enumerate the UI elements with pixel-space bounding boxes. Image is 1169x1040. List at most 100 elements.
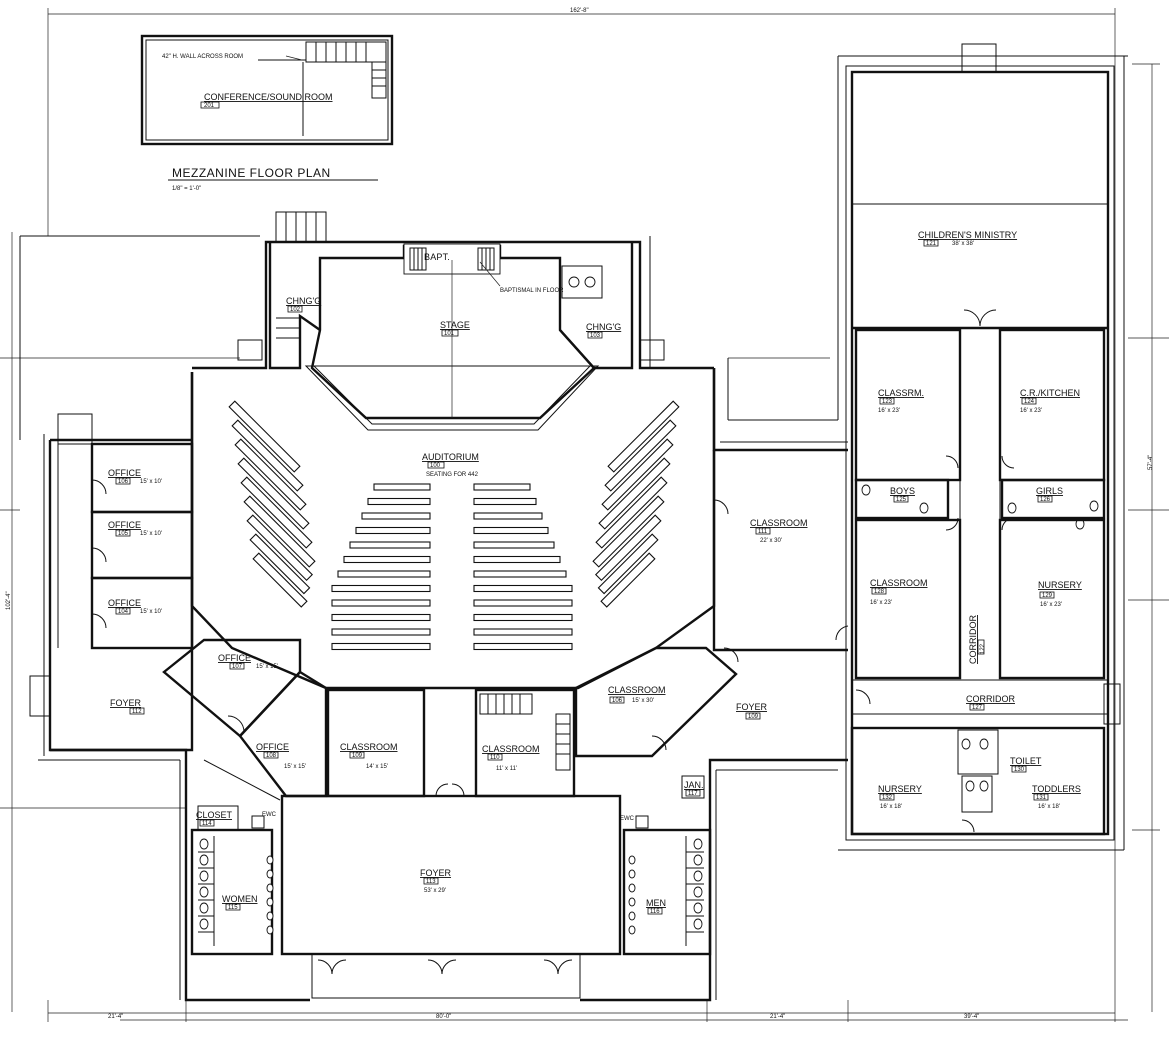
sink-fixture (628, 897, 636, 907)
pew-side-left (228, 400, 301, 473)
pew-side-right (594, 514, 662, 582)
pew-side-right (604, 419, 677, 492)
dim-bottom-3: 21'-4" (770, 1014, 785, 1020)
stage-label: STAGE (440, 320, 470, 330)
foyer-east-number: 109 (748, 714, 759, 720)
auditorium-seating (228, 400, 680, 651)
office-108-label: OFFICE (256, 742, 289, 752)
closet-number: 114 (202, 821, 212, 827)
sink-fixture (266, 855, 274, 865)
corridor-horizontal-label: CORRIDOR (966, 694, 1015, 704)
pew-center-left (361, 512, 431, 520)
foyer-east-label: FOYER (736, 702, 768, 712)
toilet-fixture (693, 918, 703, 930)
toilet-fixture (199, 918, 209, 930)
pew-side-left (240, 476, 313, 549)
toilet-fixture (693, 902, 703, 914)
nursery-132-number: 132 (882, 795, 893, 801)
childrens-ministry-dim: 38' x 38' (952, 241, 974, 247)
pew-center-right (473, 599, 573, 607)
toddlers-label: TODDLERS (1032, 784, 1081, 794)
toddlers-dim: 16' x 18' (1038, 804, 1060, 810)
pew-center-left (355, 526, 431, 535)
sink-fixture (628, 925, 636, 935)
baptistry-label: BAPT. (424, 252, 450, 262)
conference-room-label: CONFERENCE/SOUND ROOM (204, 92, 333, 102)
pew-side-left (249, 533, 311, 595)
pew-side-left (243, 495, 316, 568)
classroom-128-number: 128 (874, 589, 885, 595)
childrens-ministry-label: CHILDREN'S MINISTRY (918, 230, 1017, 240)
auditorium-number: 100 (430, 463, 441, 469)
pew-side-right (597, 533, 659, 595)
office-106-number: 106 (118, 479, 129, 485)
classroom-110-number: 110 (490, 755, 500, 761)
main-foyer-label: FOYER (420, 868, 452, 878)
auditorium-label: AUDITORIUM (422, 452, 479, 462)
pew-side-left (231, 419, 304, 492)
pew-side-right (607, 400, 680, 473)
ewc-right-label: EWC (620, 816, 635, 822)
restrooms (190, 805, 712, 956)
office-107-number: 107 (232, 664, 243, 670)
office-104-number: 104 (118, 609, 129, 615)
toilet-number: 130 (1014, 767, 1025, 773)
men-label: MEN (646, 898, 666, 908)
girls-number: 126 (1040, 497, 1051, 503)
toilet-label: TOILET (1010, 756, 1042, 766)
pew-center-right (473, 512, 543, 520)
sink-fixture (628, 869, 636, 879)
office-106-dim: 15' x 10' (140, 479, 162, 485)
restroom-fixtures (199, 484, 1099, 935)
sink-fixture (628, 911, 636, 921)
classroom-110-dim: 11' x 11' (496, 766, 517, 772)
classroom-106-dim: 15' x 30' (632, 698, 654, 704)
baptistry-note: BAPTISMAL IN FLOOR (500, 288, 564, 294)
toilet-fixture (199, 838, 209, 850)
east-classroom-foyer (574, 499, 849, 799)
childrens-wing (850, 203, 1121, 836)
pew-center-right (473, 555, 561, 564)
nursery-132-label: NURSERY (878, 784, 922, 794)
auditorium-seating-note: SEATING FOR 442 (426, 472, 479, 478)
dim-bottom-4: 39'-4" (964, 1014, 979, 1020)
men-number: 116 (650, 909, 660, 915)
classroom-110-label: CLASSROOM (482, 744, 540, 754)
corridor-horizontal-number: 127 (972, 705, 983, 711)
pew-center-left (343, 555, 431, 564)
toilet-fixture (979, 738, 989, 750)
front-doors (317, 959, 573, 975)
auditorium (190, 368, 716, 690)
pew-center-right (473, 642, 573, 651)
girls-label: GIRLS (1036, 486, 1063, 496)
childrens-ministry-number: 121 (926, 241, 937, 247)
office-108-dim: 15' x 15' (284, 764, 306, 770)
pew-center-right (473, 483, 531, 491)
janitor-number: 117 (688, 791, 698, 797)
foyer-west-label: FOYER (110, 698, 142, 708)
corridor-vertical-number: 122 (980, 643, 986, 654)
nursery-129-label: NURSERY (1038, 580, 1082, 590)
mezzanine-title: MEZZANINE FLOOR PLAN (172, 166, 331, 180)
changing-right-label: CHNG'G (586, 322, 621, 332)
office-108-number: 108 (266, 753, 277, 759)
sink-fixture (266, 883, 274, 893)
central-classrooms (326, 688, 576, 798)
toilet-fixture (693, 870, 703, 882)
pew-side-right (598, 457, 671, 530)
pew-side-right (592, 495, 665, 568)
pew-center-left (349, 541, 431, 549)
pew-center-left (367, 497, 431, 506)
dim-left: 102'-4" (6, 591, 12, 610)
classroom-128-dim: 16' x 23' (870, 600, 892, 606)
changing-right-number: 103 (590, 333, 601, 339)
main-foyer-dim: 53' x 29' (424, 888, 446, 894)
pew-center-right (473, 628, 573, 636)
nursery-132-dim: 16' x 18' (880, 804, 902, 810)
office-105-number: 105 (118, 531, 129, 537)
classrm-123-number: 123 (882, 399, 893, 405)
classroom-109-label: CLASSROOM (340, 742, 398, 752)
pew-center-left (331, 642, 431, 651)
classrm-123-label: CLASSRM. (878, 388, 924, 398)
mezzanine-scale: 1/8" = 1'-0" (172, 186, 201, 192)
